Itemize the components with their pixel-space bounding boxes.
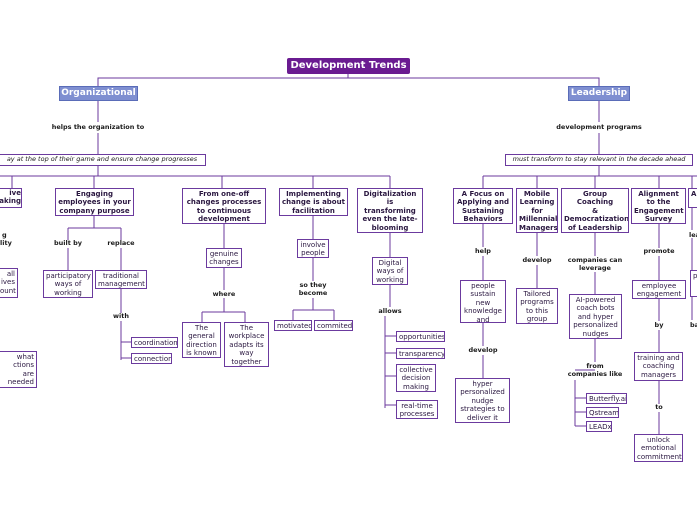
node-hyper-personalized[interactable]: hyper personalized nudge strategies to d… [455,378,510,423]
node-involve-people[interactable]: involve people [297,239,329,258]
node-qstream[interactable]: Qstream [586,407,619,418]
node-traditional-management[interactable]: traditional management [95,270,147,289]
node-coordination[interactable]: coordination [131,337,178,348]
node-connection[interactable]: connection [131,353,172,364]
node-alignment-survey[interactable]: Alignment to the Engagement Survey [631,188,686,224]
org-left-fragment-what[interactable]: what ctions are needed next [0,351,37,388]
label-develop-2: develop [522,256,552,264]
node-unlock-commitment[interactable]: unlock emotional commitment [634,434,683,462]
node-employee-engagement[interactable]: employee engagement [632,280,686,299]
node-focus-behaviors[interactable]: A Focus on Applying and Sustaining Behav… [453,188,513,224]
node-continuous-development[interactable]: From one-off changes processes to contin… [182,188,266,224]
label-so-they-become: so they become [298,281,328,297]
node-general-direction[interactable]: The general direction is known [182,322,221,358]
org-left-fragment-node[interactable]: ive aking [0,188,22,208]
label-by: by [654,321,664,329]
node-group-coaching[interactable]: Group Coaching & Democratization of Lead… [561,188,629,233]
label-where: where [212,290,236,298]
label-with: with [113,312,129,320]
node-butterfly[interactable]: Butterfly.ai [586,393,627,404]
org-left-fragment-label-2: lity [0,239,12,247]
lead-goal-node[interactable]: must transform to stay relevant in the d… [505,154,693,166]
node-leadx[interactable]: LEADx [586,421,612,432]
node-tailored-programs[interactable]: Tailored programs to this group [516,288,558,324]
node-digital-ways[interactable]: Digital ways of working [372,257,408,285]
node-engaging-employees[interactable]: Engaging employees in your company purpo… [55,188,134,216]
label-from-companies: from companies like [567,362,623,378]
label-built-by: built by [54,239,82,247]
node-participatory-ways[interactable]: participatory ways of working [43,270,93,298]
label-help: help [475,247,491,255]
category-leadership[interactable]: Leadership [568,86,630,101]
node-transparency[interactable]: transparency [396,348,445,359]
node-people-sustain[interactable]: people sustain new knowledge and behavio… [460,280,506,323]
node-right-fragment-p[interactable]: p [690,270,697,297]
node-right-fragment[interactable]: A [688,188,697,208]
label-companies-leverage: companies can leverage [567,256,623,272]
label-promote: promote [643,247,675,255]
node-real-time[interactable]: real-time processes [396,400,438,419]
org-goal-node[interactable]: ay at the top of their game and ensure c… [0,154,206,166]
label-right-fragment-lea: lea [689,231,697,239]
lead-relation-label: development programs [556,123,642,131]
node-opportunities[interactable]: opportunities [396,331,445,342]
node-workplace-adapts[interactable]: The workplace adapts its way together [224,322,269,367]
node-commited[interactable]: commited [314,320,353,331]
org-relation-label: helps the organization to [51,123,145,131]
org-left-fragment-label: g [2,231,7,239]
node-ai-powered[interactable]: AI-powered coach bots and hyper personal… [569,294,622,339]
label-allows: allows [378,307,402,315]
category-organizational[interactable]: Organizational [59,86,138,101]
node-implementing-change[interactable]: Implementing change is about facilitatio… [279,188,348,216]
node-motivated[interactable]: motivated [274,320,312,331]
node-digitalization[interactable]: Digitalization is transforming even the … [357,188,423,233]
node-collective-decision[interactable]: collective decision making [396,364,436,392]
label-develop-1: develop [468,346,498,354]
node-mobile-learning[interactable]: Mobile Learning for Millennial Managers [516,188,558,233]
node-genuine-changes[interactable]: genuine changes [206,248,242,268]
org-left-fragment-all[interactable]: all ives ount [0,268,18,298]
label-to: to [655,403,663,411]
node-training-coaching[interactable]: training and coaching managers [634,352,683,381]
root-topic[interactable]: Development Trends [287,58,410,74]
label-right-fragment-ba: ba [690,321,697,329]
label-replace: replace [107,239,135,247]
